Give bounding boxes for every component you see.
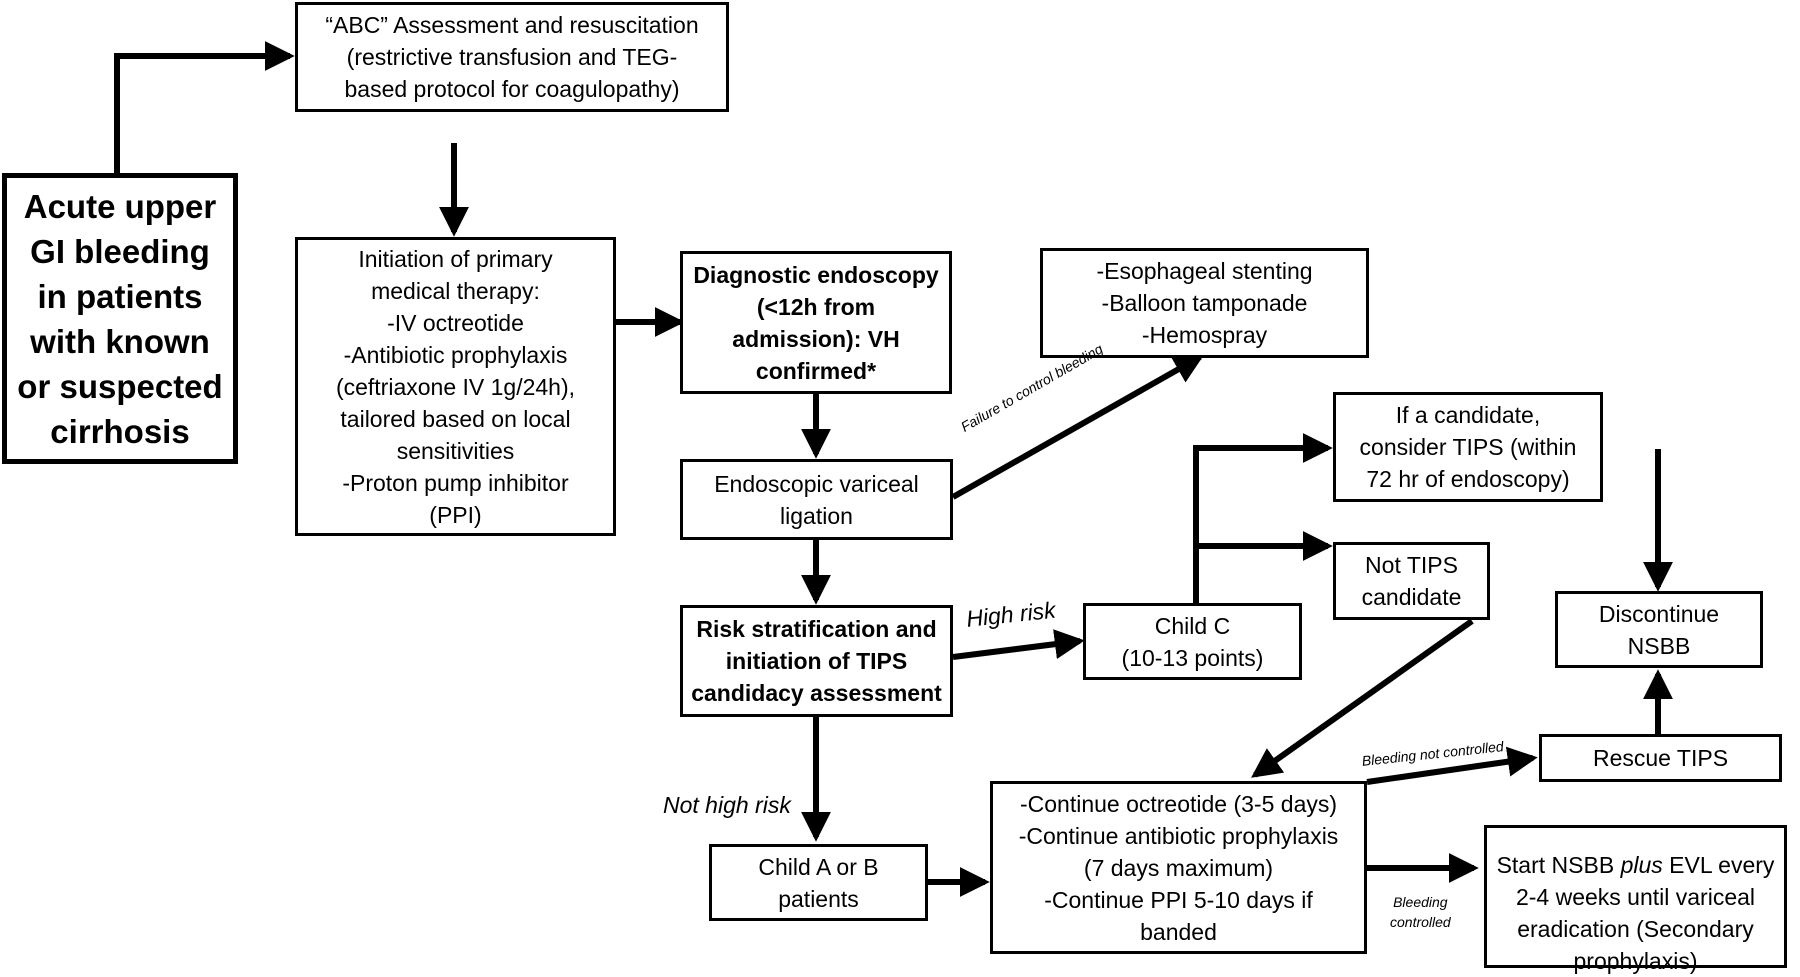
not-tips-candidate-text: Not TIPS candidate	[1361, 552, 1462, 610]
not-tips-candidate-box: Not TIPS candidate	[1333, 542, 1490, 620]
nsbb-evl-box: Start NSBB plus EVL every 2-4 weeks unti…	[1484, 825, 1787, 974]
discontinue-nsbb-text: Discontinue NSBB	[1598, 600, 1720, 659]
risk-stratification-box: Risk stratification and initiation of TI…	[680, 605, 953, 717]
diagnostic-endoscopy-box: Diagnostic endoscopy (<12h from admissio…	[680, 251, 952, 394]
acute-ugib-box: Acute upper GI bleeding in patients with…	[2, 173, 238, 464]
primary-therapy-box: Initiation of primary medical therapy: -…	[295, 237, 616, 536]
salvage-therapy-box: -Esophageal stenting -Balloon tamponade …	[1040, 248, 1369, 358]
child-ab-text: Child A or B patients	[758, 853, 879, 912]
child-c-box: Child C (10-13 points)	[1083, 603, 1302, 680]
continue-therapy-text: -Continue octreotide (3-5 days) -Continu…	[1018, 790, 1339, 945]
tips-candidate-box: If a candidate, consider TIPS (within 72…	[1333, 392, 1603, 502]
salvage-therapy-text: -Esophageal stenting -Balloon tamponade …	[1096, 258, 1313, 348]
continue-therapy-box: -Continue octreotide (3-5 days) -Continu…	[990, 781, 1367, 954]
arrow-not-tips-to-continue	[1251, 618, 1474, 778]
abc-assessment-box: “ABC” Assessment and resuscitation (rest…	[295, 2, 729, 112]
acute-ugib-text: Acute upper GI bleeding in patients with…	[17, 187, 223, 450]
nsbb-evl-text-part: Start NSBB plus EVL every 2-4 weeks unti…	[1496, 851, 1775, 974]
variceal-ligation-box: Endoscopic variceal ligation	[680, 459, 953, 540]
arrow-main-to-abc	[114, 41, 295, 173]
primary-therapy-text: Initiation of primary medical therapy: -…	[335, 245, 576, 528]
discontinue-nsbb-box: Discontinue NSBB	[1555, 591, 1763, 668]
variceal-ligation-text: Endoscopic variceal ligation	[714, 470, 919, 529]
abc-assessment-text: “ABC” Assessment and resuscitation (rest…	[325, 12, 699, 102]
plus-emphasis: plus	[1620, 851, 1663, 878]
child-c-text: Child C (10-13 points)	[1121, 612, 1264, 671]
rescue-tips-text: Rescue TIPS	[1592, 745, 1729, 771]
bleeding-controlled-label: Bleeding controlled	[1390, 894, 1451, 930]
tips-candidate-text: If a candidate, consider TIPS (within 72…	[1359, 402, 1577, 492]
arrow-evl-to-salvage	[951, 354, 1205, 500]
risk-stratification-text: Risk stratification and initiation of TI…	[691, 616, 942, 706]
not-high-risk-label: Not high risk	[663, 792, 791, 818]
nsbb-evl-text: Start NSBB plus EVL every 2-4 weeks unti…	[1497, 817, 1775, 977]
diagnostic-endoscopy-text: Diagnostic endoscopy (<12h from admissio…	[693, 261, 939, 384]
arrow-risk-to-child-c	[952, 629, 1085, 660]
arrow-child-c-to-tips-candidate	[1193, 433, 1333, 603]
arrow-continue-to-rescue	[1366, 746, 1538, 785]
child-ab-box: Child A or B patients	[709, 844, 928, 921]
rescue-tips-box: Rescue TIPS	[1539, 734, 1782, 782]
